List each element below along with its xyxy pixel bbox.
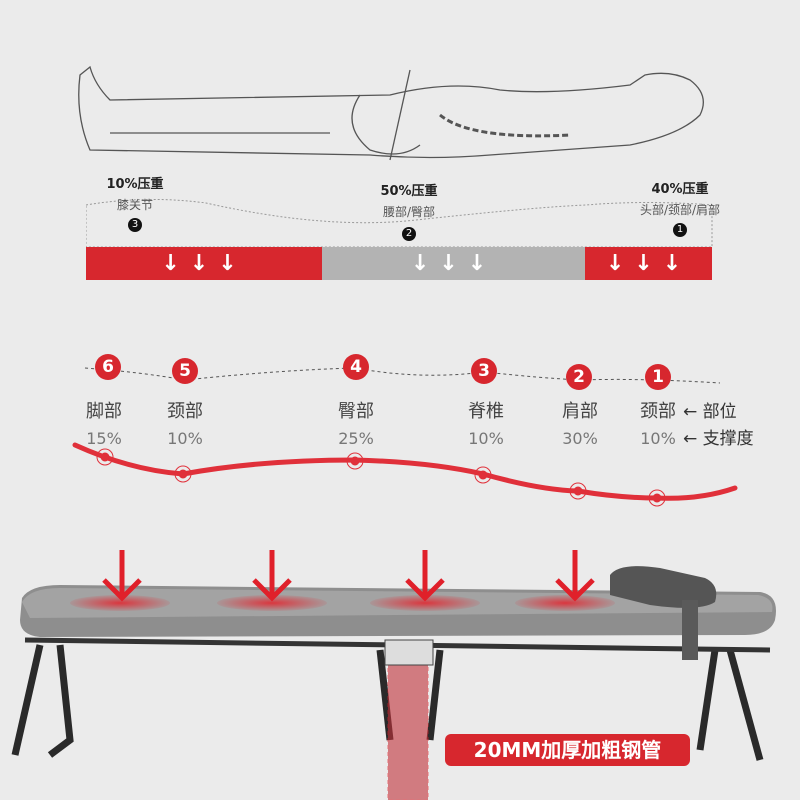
part-name: 臀部	[338, 401, 374, 422]
zone-label-knee: 10%压重膝关节	[106, 173, 163, 213]
pressure-value: 10%压重	[106, 177, 164, 192]
pressure-zone-knee: ↓↓↓	[86, 247, 322, 280]
support-value: 10%	[640, 429, 676, 448]
marker-1: 1	[673, 223, 687, 237]
support-node-2: 2	[566, 364, 592, 390]
steel-tube-badge: 20MM加厚加粗钢管	[445, 734, 690, 766]
marker-2: 2	[402, 227, 416, 241]
pressure-value: 40%压重	[651, 182, 709, 197]
support-node-1: 1	[645, 364, 671, 390]
support-value: 30%	[562, 429, 598, 448]
part-name: 脚部	[86, 401, 122, 422]
legend-part: ← 部位	[683, 402, 737, 422]
support-value: 10%	[468, 429, 504, 448]
support-curves	[72, 367, 738, 507]
support-node-6: 6	[95, 354, 121, 380]
zone-label-head: 40%压重头部/颈部/肩部	[640, 178, 720, 218]
support-node-5: 5	[172, 358, 198, 384]
part-name: 头部/颈部/肩部	[639, 203, 721, 217]
body-outline-illustration	[78, 65, 704, 161]
zone-label-waist: 50%压重腰部/臀部	[380, 180, 437, 220]
part-name: 脊椎	[468, 401, 504, 422]
support-value: 25%	[338, 429, 374, 448]
part-name: 肩部	[562, 401, 598, 422]
support-label-hip: 臀部 25%	[338, 397, 374, 448]
marker-3: 3	[128, 218, 142, 232]
support-label-shoulder: 肩部 30%	[562, 397, 598, 448]
down-arrows-icon: ↓↓↓	[410, 251, 497, 276]
pressure-zone-waist: ↓↓↓	[322, 247, 585, 280]
support-node-3: 3	[471, 358, 497, 384]
pressure-outline	[86, 198, 713, 248]
down-arrows-icon: ↓↓↓	[161, 251, 247, 276]
part-name: 腰部/臀部	[382, 205, 436, 219]
support-node-4: 4	[343, 354, 369, 380]
part-name: 膝关节	[116, 198, 153, 212]
support-value: 10%	[167, 429, 203, 448]
part-name: 颈部	[167, 401, 203, 422]
part-name: 颈部	[640, 401, 676, 422]
support-label-spine: 脊椎 10%	[468, 397, 504, 448]
support-label-feet: 脚部 15%	[86, 397, 122, 448]
support-label-neck-low: 颈部 10%	[167, 397, 203, 448]
legend-support: ← 支撑度	[683, 429, 754, 449]
pressure-zone-head: ↓↓↓	[585, 247, 712, 280]
pressure-value: 50%压重	[380, 184, 438, 199]
folding-bed-illustration	[11, 550, 776, 800]
support-value: 15%	[86, 429, 122, 448]
support-label-neck: 颈部 10%	[640, 397, 676, 448]
down-arrows-icon: ↓↓↓	[605, 251, 692, 276]
